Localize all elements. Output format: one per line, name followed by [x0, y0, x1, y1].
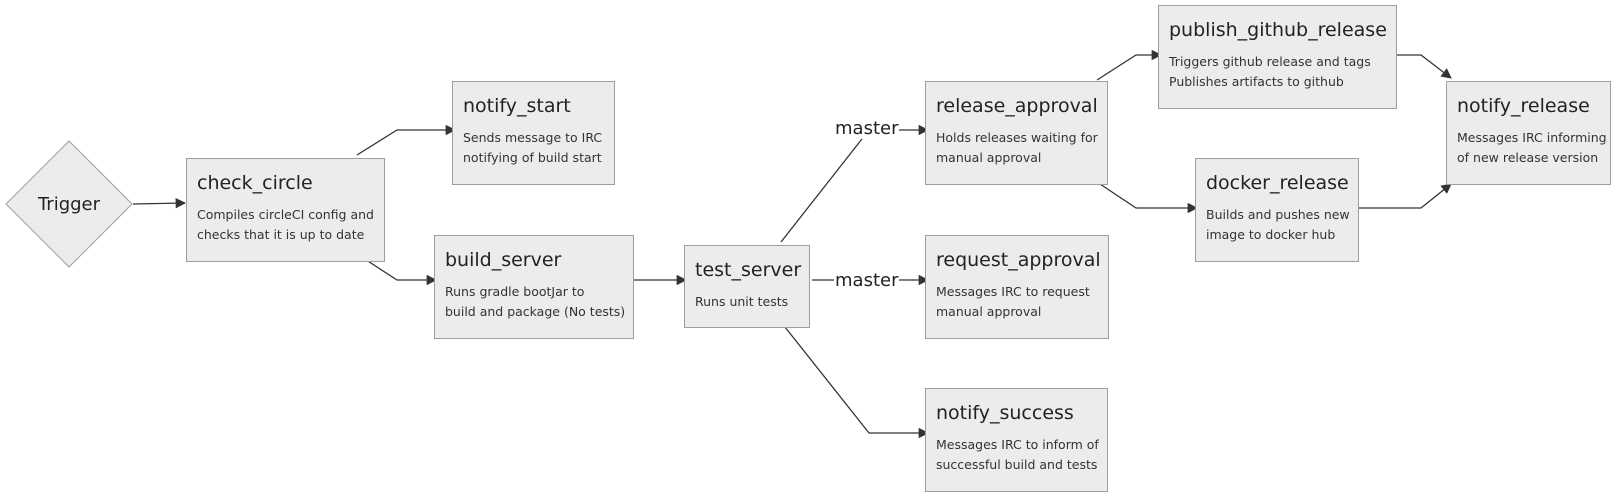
node-description: Runs gradle bootJar to build and package…: [445, 282, 626, 322]
edge-trigger-check-circle: [132, 197, 187, 209]
edge-label-master-request: master: [834, 270, 900, 291]
node-description: Messages IRC to request manual approval: [936, 282, 1098, 322]
node-desc-line: manual approval: [936, 150, 1042, 165]
node-description: Runs unit tests: [695, 292, 799, 312]
edge-test-server-release-approval: [780, 124, 930, 243]
node-check-circle: check_circle Compiles circleCI config an…: [186, 158, 385, 262]
node-publish-github-release: publish_github_release Triggers github r…: [1158, 5, 1397, 109]
node-desc-line: Triggers github release and tags: [1169, 54, 1371, 69]
node-desc-line: Sends message to IRC: [463, 130, 603, 145]
edge-docker-release-notify-release: [1359, 183, 1452, 209]
node-request-approval: request_approval Messages IRC to request…: [925, 235, 1109, 339]
node-build-server: build_server Runs gradle bootJar to buil…: [434, 235, 634, 339]
node-desc-line: of new release version: [1457, 150, 1599, 165]
node-description: Messages IRC informing of new release ve…: [1457, 128, 1607, 168]
node-desc-line: Messages IRC to request: [936, 284, 1090, 299]
node-description: Builds and pushes new image to docker hu…: [1206, 205, 1350, 245]
node-title: notify_release: [1457, 95, 1590, 117]
node-title: notify_start: [463, 95, 571, 117]
edge-check-circle-build-server: [356, 253, 438, 286]
trigger-label: Trigger: [37, 193, 101, 215]
node-title: notify_success: [936, 402, 1074, 424]
edge-check-circle-notify-start: [356, 124, 457, 156]
node-title: build_server: [445, 249, 562, 271]
node-description: Sends message to IRC notifying of build …: [463, 128, 604, 168]
edge-label-master-release: master: [834, 118, 900, 139]
node-desc-line: build and package (No tests): [445, 304, 626, 319]
node-title: release_approval: [936, 95, 1098, 117]
node-release-approval: release_approval Holds releases waiting …: [925, 81, 1108, 185]
node-notify-start: notify_start Sends message to IRC notify…: [452, 81, 615, 185]
edge-release-approval-publish-github: [1096, 49, 1163, 81]
node-title: request_approval: [936, 249, 1101, 271]
node-description: Messages IRC to inform of successful bui…: [936, 435, 1099, 475]
node-desc-line: image to docker hub: [1206, 227, 1336, 242]
node-desc-line: manual approval: [936, 304, 1042, 319]
node-desc-line: Compiles circleCI config and: [197, 207, 374, 222]
node-desc-line: Messages IRC informing: [1457, 130, 1607, 145]
node-description: Holds releases waiting for manual approv…: [936, 128, 1098, 168]
node-notify-success: notify_success Messages IRC to inform of…: [925, 388, 1108, 492]
node-desc-line: Runs gradle bootJar to: [445, 284, 585, 299]
node-docker-release: docker_release Builds and pushes new ima…: [1195, 158, 1359, 262]
node-desc-line: Runs unit tests: [695, 294, 789, 309]
edge-release-approval-docker-release: [1096, 181, 1199, 214]
node-title: publish_github_release: [1169, 19, 1387, 41]
node-desc-line: notifying of build start: [463, 150, 602, 165]
node-notify-release: notify_release Messages IRC informing of…: [1446, 81, 1611, 185]
node-title: test_server: [695, 259, 802, 281]
node-desc-line: checks that it is up to date: [197, 227, 365, 242]
node-description: Triggers github release and tags Publish…: [1169, 52, 1386, 92]
node-title: check_circle: [197, 172, 313, 194]
trigger-node: Trigger: [5, 140, 133, 268]
node-desc-line: Publishes artifacts to github: [1169, 74, 1344, 89]
node-test-server: test_server Runs unit tests: [684, 245, 810, 328]
edge-test-server-notify-success: [780, 321, 930, 439]
node-description: Compiles circleCI config and checks that…: [197, 205, 374, 245]
node-desc-line: Holds releases waiting for: [936, 130, 1098, 145]
node-desc-line: Builds and pushes new: [1206, 207, 1350, 222]
trigger-diamond-shape: [5, 140, 133, 268]
node-desc-line: successful build and tests: [936, 457, 1098, 472]
node-desc-line: Messages IRC to inform of: [936, 437, 1099, 452]
edge-publish-github-notify-release: [1397, 54, 1452, 79]
node-title: docker_release: [1206, 172, 1349, 194]
